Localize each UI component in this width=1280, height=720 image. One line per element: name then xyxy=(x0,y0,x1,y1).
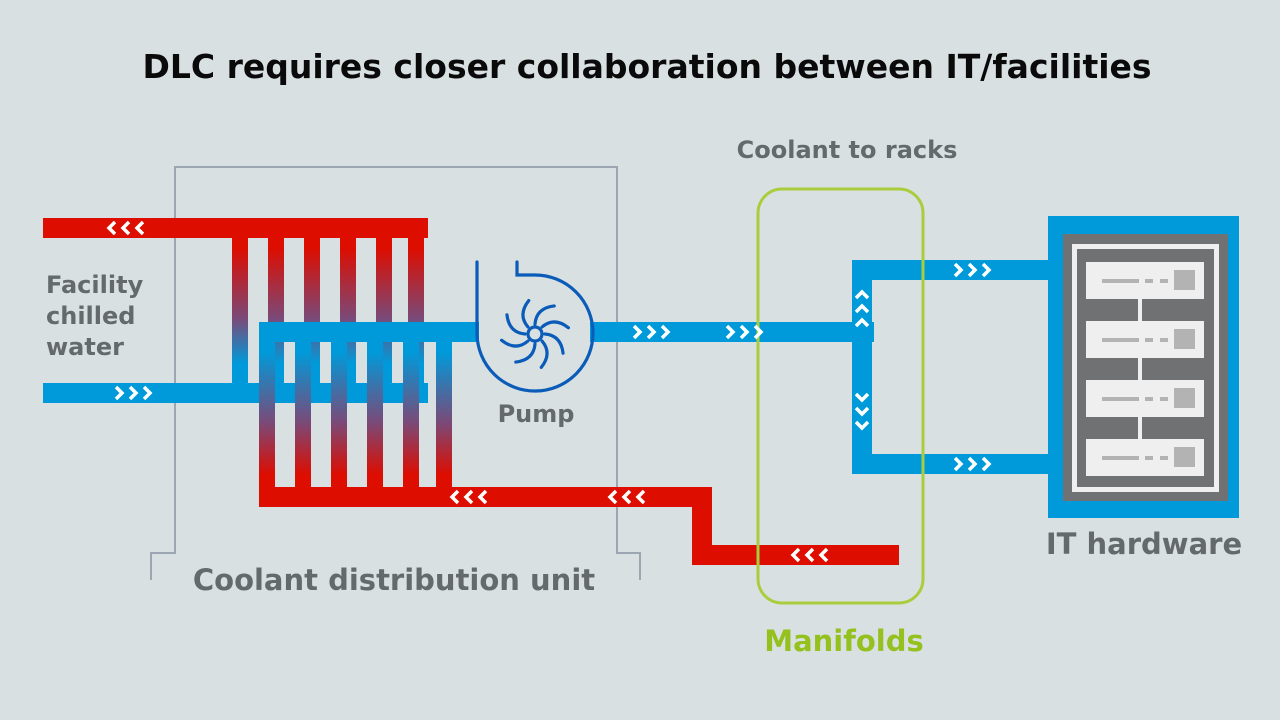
chevron-left-icon xyxy=(106,220,117,236)
impeller-blade xyxy=(540,320,571,330)
server-led-bar xyxy=(1102,456,1139,460)
chevron-right-icon xyxy=(981,262,992,278)
chevron-left-icon xyxy=(818,547,829,563)
server-led xyxy=(1160,338,1168,342)
server-unit xyxy=(1086,439,1204,476)
chevron-left-icon xyxy=(120,220,131,236)
chevron-right-icon xyxy=(967,262,978,278)
chevron-right-icon xyxy=(981,456,992,472)
facility-water-line-1: Facility xyxy=(46,271,144,299)
chevron-up-icon xyxy=(854,303,870,314)
chevron-left-icon xyxy=(134,220,145,236)
chevron-right-icon xyxy=(142,385,153,401)
server-rack-icon xyxy=(1048,216,1239,518)
server-led xyxy=(1160,397,1168,401)
server-led xyxy=(1145,338,1153,342)
chevron-left-icon xyxy=(463,489,474,505)
flow-arrows xyxy=(106,220,992,563)
impeller-blade xyxy=(505,313,527,336)
chevron-left-icon xyxy=(449,489,460,505)
server-led xyxy=(1145,279,1153,283)
server-drive xyxy=(1174,447,1195,467)
manifolds-outline xyxy=(756,187,925,605)
chevron-right-icon xyxy=(967,456,978,472)
heat-exchanger-plate xyxy=(295,340,311,490)
server-led xyxy=(1160,279,1168,283)
server-unit xyxy=(1086,262,1204,299)
chevron-up-icon xyxy=(854,289,870,300)
manifolds-label: Manifolds xyxy=(764,624,924,658)
server-led xyxy=(1145,397,1153,401)
chevron-right-icon xyxy=(646,324,657,340)
chevron-left-icon xyxy=(635,489,646,505)
chevron-right-icon xyxy=(753,324,764,340)
coolant-to-racks-label: Coolant to racks xyxy=(737,136,958,164)
cdu-bracket xyxy=(150,166,641,580)
impeller-blade xyxy=(543,332,565,355)
page-title: DLC requires closer collaboration betwee… xyxy=(142,47,1151,86)
impeller-blade xyxy=(539,339,549,370)
chevron-left-icon xyxy=(607,489,618,505)
server-drive xyxy=(1174,329,1195,349)
chevron-right-icon xyxy=(632,324,643,340)
chevron-down-icon xyxy=(854,420,870,431)
manifold-branch-pipe xyxy=(852,260,1050,474)
chevron-right-icon xyxy=(660,324,671,340)
server-led xyxy=(1145,456,1153,460)
server-unit xyxy=(1086,321,1204,358)
heat-exchanger-plate xyxy=(367,340,383,490)
facility-water-line-3: water xyxy=(46,333,124,361)
secondary-loop xyxy=(259,322,712,507)
coolant-return-pipe xyxy=(692,487,899,565)
chevron-down-icon xyxy=(854,406,870,417)
it-hardware-label: IT hardware xyxy=(1046,527,1242,561)
heat-exchanger-plate xyxy=(259,340,275,490)
chevron-right-icon xyxy=(953,456,964,472)
server-led-bar xyxy=(1102,279,1139,283)
impeller-blade xyxy=(521,298,531,329)
chevron-left-icon xyxy=(804,547,815,563)
chevron-right-icon xyxy=(128,385,139,401)
server-led-bar xyxy=(1102,397,1139,401)
impeller-blade xyxy=(533,304,556,326)
pump-impeller-icon xyxy=(475,260,595,393)
pump-label: Pump xyxy=(498,400,575,428)
chevron-left-icon xyxy=(621,489,632,505)
server-unit xyxy=(1086,380,1204,417)
server-drive xyxy=(1174,270,1195,290)
impeller-blade xyxy=(514,342,537,364)
impeller-blade xyxy=(499,338,530,348)
server-led-bar xyxy=(1102,338,1139,342)
heat-exchanger-plate xyxy=(403,340,419,490)
heat-exchanger-plate xyxy=(436,340,452,490)
chevron-left-icon xyxy=(790,547,801,563)
heat-exchanger-plate xyxy=(331,340,347,490)
facility-water-label: Facility chilled water xyxy=(46,271,144,361)
server-led xyxy=(1160,456,1168,460)
facility-water-line-2: chilled xyxy=(46,302,135,330)
heat-exchanger-plate xyxy=(232,236,248,386)
chevron-right-icon xyxy=(953,262,964,278)
chevron-down-icon xyxy=(854,392,870,403)
chevron-up-icon xyxy=(854,317,870,328)
cdu-label: Coolant distribution unit xyxy=(193,563,595,597)
chevron-right-icon xyxy=(114,385,125,401)
server-drive xyxy=(1174,388,1195,408)
chevron-left-icon xyxy=(477,489,488,505)
chevron-right-icon xyxy=(739,324,750,340)
chevron-right-icon xyxy=(725,324,736,340)
